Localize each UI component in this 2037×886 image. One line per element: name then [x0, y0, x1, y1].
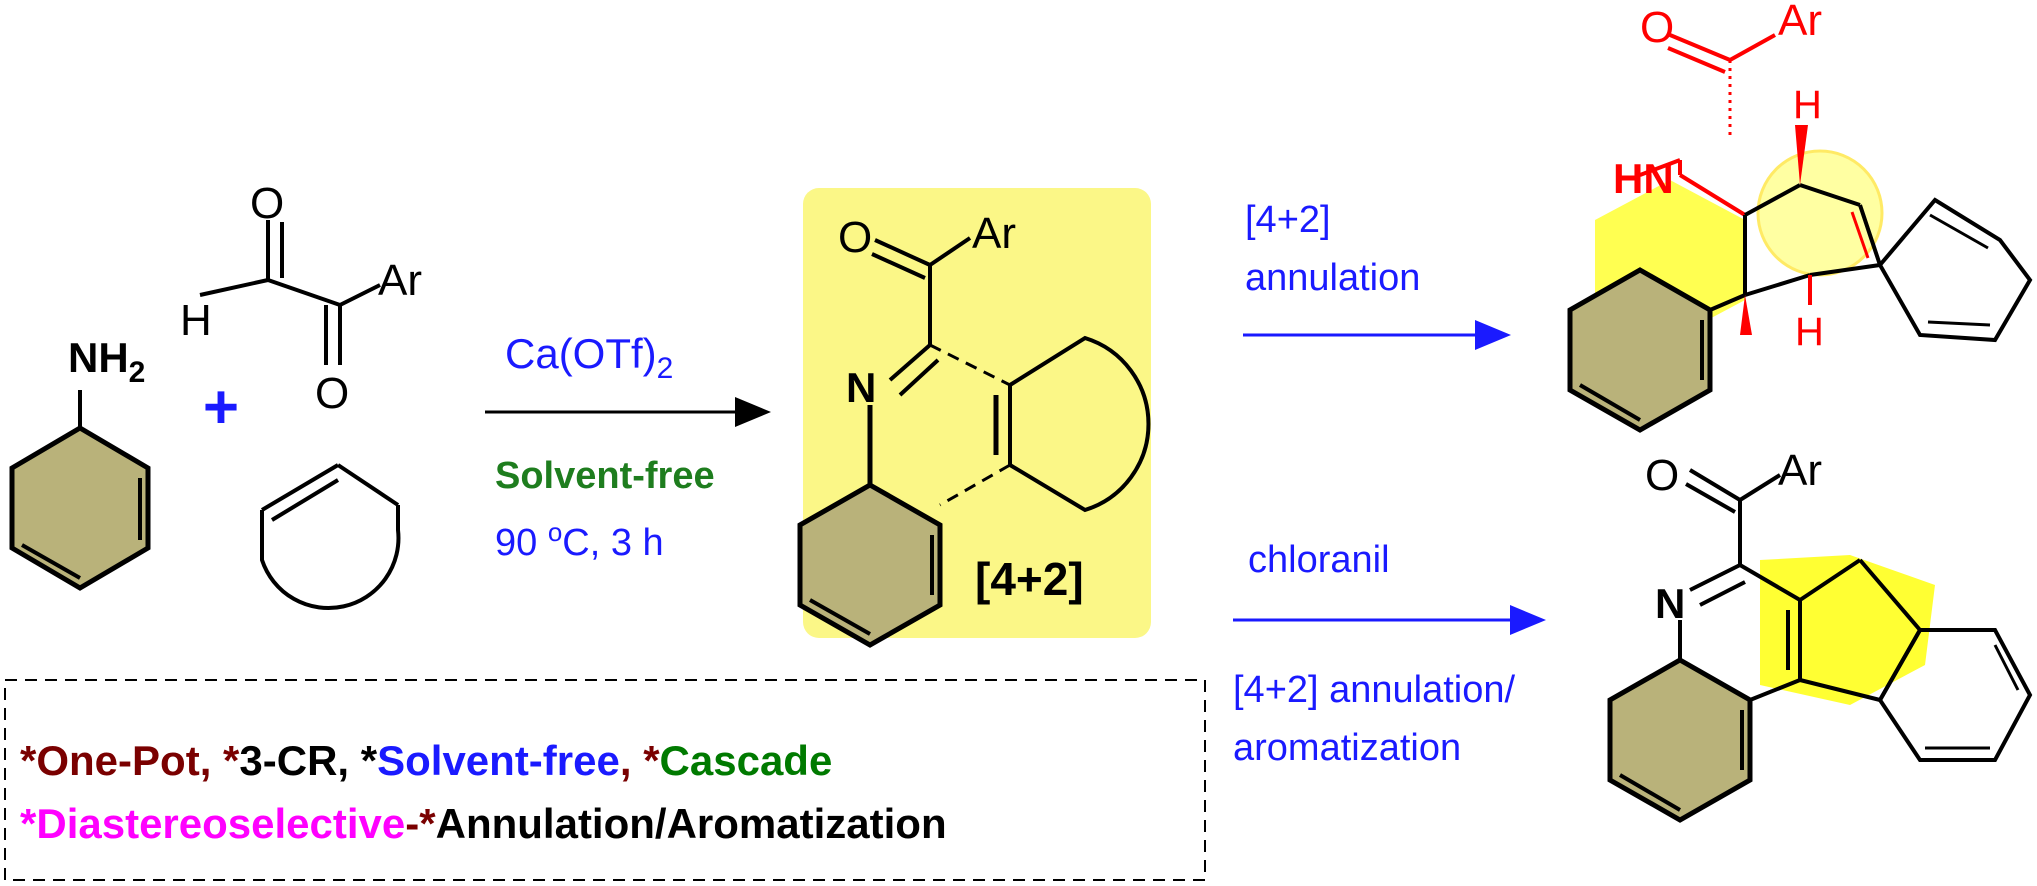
bottom-pathway-line1: [4+2] annulation/	[1233, 669, 1516, 711]
top-product-structure	[1567, 33, 2033, 433]
bottom-pathway-line2: aromatization	[1233, 727, 1461, 769]
features-box	[4, 679, 1206, 881]
amine-label: NH2	[68, 334, 145, 389]
arylglyoxal-structure	[199, 220, 381, 365]
catalyst-label: Ca(OTf)2	[505, 330, 673, 385]
bottom-pathway-reagent: chloranil	[1248, 539, 1390, 581]
top-product-oxygen: O	[1640, 3, 1674, 52]
ketone-oxygen: O	[315, 369, 349, 418]
bottom-product-structure	[1607, 468, 2033, 823]
bottom-product-nitrogen: N	[1655, 580, 1685, 627]
aryl-label: Ar	[378, 256, 422, 305]
solvent-label: Solvent-free	[495, 455, 715, 497]
temperature-label: 90 oC, 3 h	[495, 517, 664, 564]
plus-sign: +	[203, 373, 239, 442]
intermediate-oxygen: O	[838, 213, 872, 262]
top-pathway-line1: [4+2]	[1245, 199, 1331, 241]
top-product-h-lower: H	[1795, 310, 1824, 354]
aldehyde-hydrogen: H	[180, 296, 212, 345]
intermediate-structure	[797, 236, 1151, 648]
cycloalkene-structure	[260, 463, 401, 611]
top-pathway-line2: annulation	[1245, 257, 1420, 299]
bottom-product-aryl: Ar	[1778, 446, 1822, 495]
top-product-aryl: Ar	[1778, 0, 1822, 45]
top-product-hn: HN	[1613, 155, 1674, 202]
features-line2: *Diastereoselective-*Annulation/Aromatiz…	[20, 800, 947, 847]
bottom-product-oxygen: O	[1645, 451, 1679, 500]
aldehyde-oxygen: O	[250, 179, 284, 228]
intermediate-nitrogen: N	[846, 364, 876, 411]
aniline-structure	[9, 390, 151, 591]
intermediate-aryl: Ar	[972, 209, 1016, 258]
features-line1: *One-Pot, *3-CR, *Solvent-free, *Cascade	[20, 737, 832, 784]
top-product-h-upper: H	[1793, 83, 1822, 127]
intermediate-tag: [4+2]	[975, 553, 1084, 605]
